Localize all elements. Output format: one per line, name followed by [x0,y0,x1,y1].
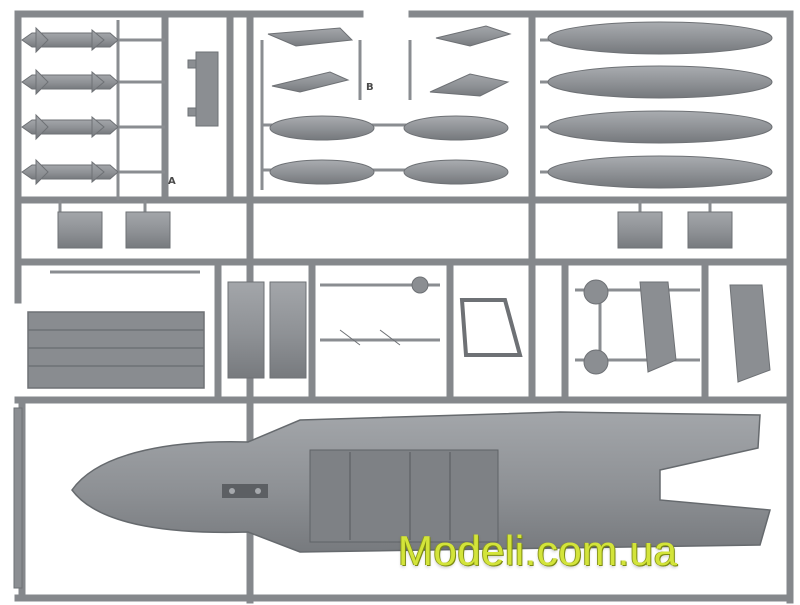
vertical-panels [227,281,307,379]
left-struts [13,407,23,589]
large-tanks [547,21,773,189]
wing-parts [267,25,512,97]
sprue-letter-a: A [168,176,176,187]
small-blocks [57,211,733,249]
sprue-letter-b: B [366,82,374,93]
small-parts [339,276,771,383]
pylon-rack [187,51,219,127]
stacked-panel [27,311,205,389]
missiles [21,26,119,186]
fuselage-part [71,411,771,553]
watermark-text: Modeli.com.ua [398,527,678,574]
small-tanks [269,115,509,185]
